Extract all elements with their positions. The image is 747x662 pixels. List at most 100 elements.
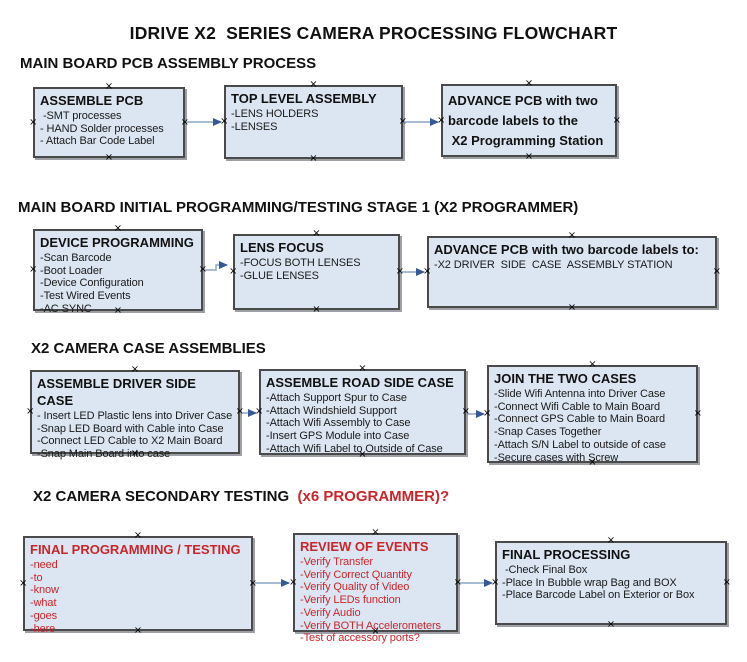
box-item-list: - Insert LED Plastic lens into Driver Ca… <box>37 410 234 461</box>
connection-point-marker: × <box>248 577 257 589</box>
box-title: JOIN THE TWO CASES <box>494 371 637 386</box>
connection-point-marker: × <box>722 577 731 588</box>
box-item: -Test Wired Events <box>40 290 131 303</box>
box-item: -Boot Loader <box>40 264 103 277</box>
box-item: -Verify BOTH Accelerometers <box>300 619 441 632</box>
connection-point-marker: × <box>133 530 143 541</box>
connection-point-marker: × <box>130 364 140 375</box>
flow-box-lens-focus[interactable]: LENS FOCUS -FOCUS BOTH LENSES-GLUE LENSE… <box>229 229 404 315</box>
box-item-list: -LENS HOLDERS-LENSES <box>231 108 397 133</box>
box-item: -Verify LEDs function <box>300 594 401 607</box>
connection-point-marker: × <box>26 406 35 417</box>
connection-point-marker: × <box>524 78 534 89</box>
connection-point-marker: × <box>453 576 462 588</box>
box-item-list: -X2 DRIVER SIDE CASE ASSEMBLY STATION <box>434 259 711 272</box>
connection-point-marker: × <box>693 408 702 419</box>
box-item: -Snap Cases Together <box>494 426 602 439</box>
box-item: -Attach Support Spur to Case <box>266 392 407 404</box>
box-item-list: -need-to-know-what-goes-here <box>30 559 247 635</box>
box-item: -Connect LED Cable to X2 Main Board <box>37 435 223 448</box>
connection-point-marker: × <box>198 264 207 275</box>
box-title: REVIEW OF EVENTS <box>300 539 429 554</box>
flow-box-assemble-pcb[interactable]: ASSEMBLE PCB -SMT processes- HAND Solder… <box>29 81 189 163</box>
box-title: ADVANCE PCB with two barcode labels to t… <box>448 93 604 148</box>
box-item: -Attach Wifi Assembly to Case <box>266 417 411 430</box>
box-item-list: -Check Final Box-Place In Bubble wrap Ba… <box>502 564 721 602</box>
box-item: -Verify Quality of Video <box>300 581 410 594</box>
box-item: -Place In Bubble wrap Bag and BOX <box>502 576 677 589</box>
flow-box-advance-pcb-case-station[interactable]: ADVANCE PCB with two barcode labels to: … <box>423 231 721 313</box>
box-item: -Connect GPS Cable to Main Board <box>494 413 666 426</box>
box-item: -AC SYNC <box>40 302 92 315</box>
box-title: ASSEMBLE ROAD SIDE CASE <box>266 375 454 390</box>
flow-box-advance-pcb-programming-station[interactable]: ADVANCE PCB with two barcode labels to t… <box>437 78 621 162</box>
box-item: -Check Final Box <box>502 564 588 576</box>
flow-box-join-the-two-cases[interactable]: JOIN THE TWO CASES -Slide Wifi Antenna i… <box>483 359 702 468</box>
box-item: -GLUE LENSES <box>240 269 319 282</box>
connection-point-marker: × <box>104 81 114 92</box>
box-item: -Snap Main Board into case <box>37 448 171 461</box>
box-item: -Verify Correct Quantity <box>300 568 412 581</box>
connection-point-marker: × <box>524 151 534 162</box>
box-item: -Place Barcode Label on Exterior or Box <box>502 589 695 602</box>
box-item: -Verify Transfer <box>300 556 373 568</box>
box-item: -Connect Wifi Cable to Main Board <box>494 400 661 413</box>
box-item: -Verify Audio <box>300 606 361 619</box>
flow-box-assemble-driver-side-case[interactable]: ASSEMBLE DRIVER SIDE CASE - Insert LED P… <box>26 364 244 461</box>
connection-point-marker: × <box>289 576 298 588</box>
box-item: -Snap LED Board with Cable into Case <box>37 422 224 435</box>
section-heading-secondary-testing: X2 CAMERA SECONDARY TESTING (x6 PROGRAMM… <box>33 488 449 505</box>
connection-point-marker: × <box>29 116 38 128</box>
box-item-list: -Slide Wifi Antenna into Driver Case-Con… <box>494 388 692 464</box>
box-item-list: -Verify Transfer-Verify Correct Quantity… <box>300 556 452 645</box>
box-title: ASSEMBLE DRIVER SIDE CASE <box>37 376 200 408</box>
connection-point-marker: × <box>255 406 264 417</box>
connection-point-marker: × <box>358 363 367 374</box>
box-item: -to <box>30 571 43 584</box>
box-title: FINAL PROCESSING <box>502 547 631 562</box>
box-item: -goes <box>30 609 58 622</box>
connection-point-marker: × <box>29 264 38 275</box>
box-item: -need <box>30 559 58 571</box>
box-item: - Attach Bar Code Label <box>40 135 155 148</box>
flow-box-device-programming[interactable]: DEVICE PROGRAMMING -Scan Barcode-Boot Lo… <box>29 223 207 316</box>
section-heading-red-part: (x6 PROGRAMMER)? <box>289 488 450 505</box>
flow-box-assemble-road-side-case[interactable]: ASSEMBLE ROAD SIDE CASE -Attach Support … <box>255 363 470 460</box>
connection-point-marker: × <box>180 116 189 128</box>
section-heading-pcb-assembly: MAIN BOARD PCB ASSEMBLY PROCESS <box>20 55 317 72</box>
connection-point-marker: × <box>113 223 123 234</box>
box-title: LENS FOCUS <box>240 240 324 255</box>
section-heading-initial-programming: MAIN BOARD INITIAL PROGRAMMING/TESTING S… <box>18 199 579 216</box>
connection-point-marker: × <box>588 359 597 370</box>
box-item: -Insert GPS Module into Case <box>266 430 410 443</box>
box-item: -Attach Wifi Label to Outside of Case <box>266 442 443 455</box>
connector-arrow-programming-to-lensfocus[interactable] <box>205 261 228 271</box>
connection-point-marker: × <box>483 408 492 419</box>
connection-point-marker: × <box>309 79 318 90</box>
connection-point-marker: × <box>567 302 577 313</box>
connection-point-marker: × <box>395 266 404 277</box>
box-item: -X2 DRIVER SIDE CASE ASSEMBLY STATION <box>434 259 673 271</box>
page-title: IDRIVE X2 SERIES CAMERA PROCESSING FLOWC… <box>129 23 618 43</box>
connection-point-marker: × <box>235 406 244 417</box>
connection-point-marker: × <box>371 527 380 538</box>
connection-point-marker: × <box>398 116 407 127</box>
flow-box-final-processing[interactable]: FINAL PROCESSING -Check Final Box-Place … <box>491 536 731 630</box>
box-item: - Insert LED Plastic lens into Driver Ca… <box>37 410 233 422</box>
flow-box-final-programming-testing[interactable]: FINAL PROGRAMMING / TESTING -need-to-kno… <box>19 530 257 636</box>
box-item: -Slide Wifi Antenna into Driver Case <box>494 388 666 400</box>
box-item-list: -Scan Barcode-Boot Loader-Device Configu… <box>40 252 197 316</box>
flow-box-review-of-events[interactable]: REVIEW OF EVENTS -Verify Transfer-Verify… <box>289 527 462 645</box>
connection-point-marker: × <box>491 577 500 588</box>
flow-box-top-level-assembly[interactable]: TOP LEVEL ASSEMBLY -LENS HOLDERS-LENSES … <box>220 79 407 164</box>
box-item: -SMT processes <box>40 110 122 122</box>
box-item: -LENSES <box>231 120 278 133</box>
section-heading-black-part: X2 CAMERA SECONDARY TESTING <box>33 488 290 505</box>
box-title: ADVANCE PCB with two barcode labels to: <box>434 242 699 257</box>
box-item: -LENS HOLDERS <box>231 108 319 120</box>
connection-point-marker: × <box>19 577 28 589</box>
connection-point-marker: × <box>437 114 446 126</box>
connection-point-marker: × <box>606 619 616 630</box>
connection-point-marker: × <box>312 304 321 315</box>
